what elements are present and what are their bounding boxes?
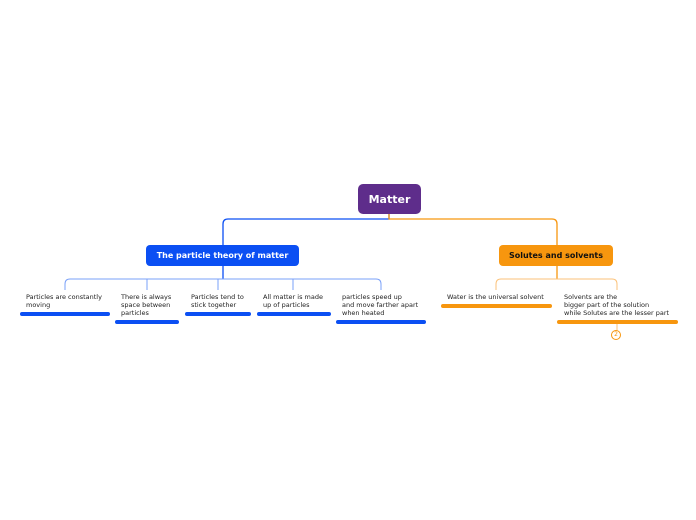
subtopic-speed-up-when-heated[interactable]: particles speed up and move farther apar… (342, 293, 419, 317)
subtopic-universal-solvent[interactable]: Water is the universal solvent (447, 293, 544, 301)
subtopic-constantly-moving[interactable]: Particles are constantly moving (26, 293, 102, 309)
subtopic-made-of-particles[interactable]: All matter is made up of particles (263, 293, 323, 309)
connector-leaf-solvents (611, 278, 618, 290)
topic-label: The particle theory of matter (156, 251, 289, 260)
subtopic-underline (257, 312, 331, 316)
connector-leaf-water (495, 278, 502, 290)
topic-solutes-and-solvents[interactable]: Solutes and solvents (499, 245, 613, 266)
connector-root-to-particle-theory (222, 214, 390, 245)
subtopic-underline (185, 312, 251, 316)
connector-leaf-5 (375, 278, 382, 290)
subtopic-underline (336, 320, 426, 324)
subtopic-solvents-bigger-part[interactable]: Solvents are the bigger part of the solu… (564, 293, 670, 317)
connector-root-to-solutes (388, 214, 558, 245)
root-node-matter[interactable]: Matter (358, 184, 421, 214)
collapse-toggle-button[interactable]: 2 (611, 330, 621, 340)
subtopic-underline (441, 304, 552, 308)
subtopic-underline (115, 320, 179, 324)
subtopic-stick-together[interactable]: Particles tend to stick together (191, 293, 244, 309)
subtopic-underline (557, 320, 678, 324)
topic-particle-theory[interactable]: The particle theory of matter (146, 245, 299, 266)
subtopic-underline (20, 312, 110, 316)
subtopic-space-between[interactable]: There is always space between particles (121, 293, 172, 317)
topic-label: Solutes and solvents (508, 251, 604, 260)
connector-leaf-1 (64, 278, 71, 290)
root-label: Matter (368, 192, 411, 206)
